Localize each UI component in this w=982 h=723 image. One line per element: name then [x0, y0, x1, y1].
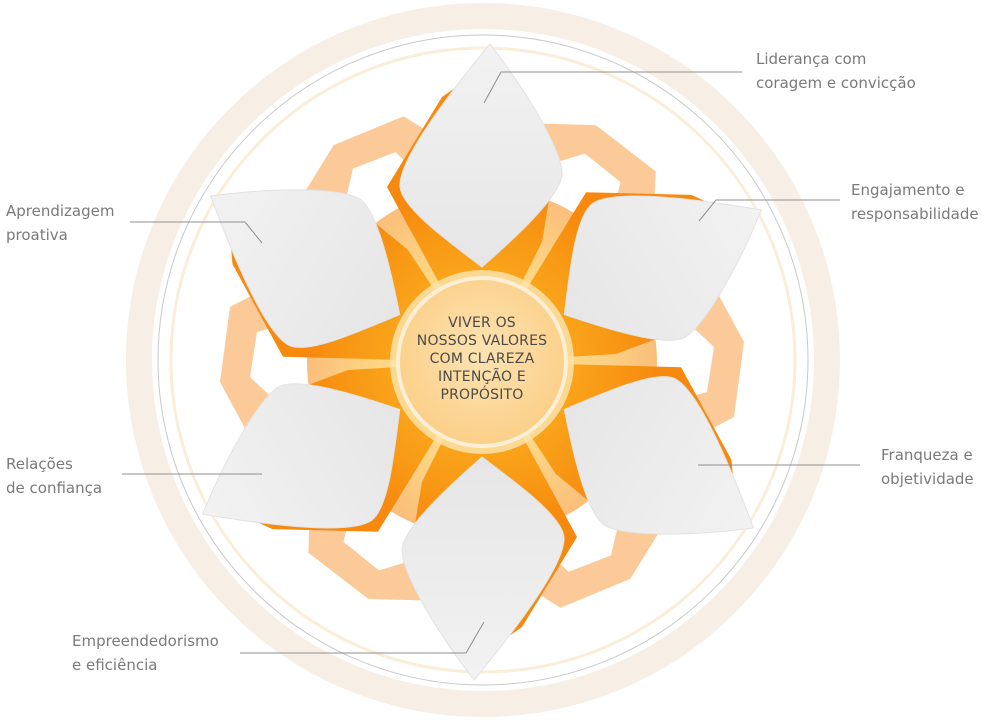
- center-line: INTENÇÃO E: [438, 369, 526, 385]
- connector-top-right: [483, 71, 742, 104]
- grey-petal-shape: [563, 376, 755, 535]
- outer-ring: [126, 3, 840, 717]
- label-engajamento: Engajamento e responsabilidade: [851, 181, 979, 223]
- label-aprendizagem: Aprendizagem proativa: [6, 202, 115, 244]
- grey-petal-shape: [401, 456, 565, 681]
- label-franqueza: Franqueza e objetividade: [881, 446, 974, 488]
- grey-petal: [209, 189, 401, 348]
- connector-left-upper: [130, 221, 263, 244]
- inner-ring-line: [157, 34, 809, 686]
- inner-ring-cream: [169, 46, 797, 674]
- label-lideranca: Liderança com coragem e convicção: [756, 50, 916, 92]
- center-line: PROPÓSITO: [440, 387, 524, 403]
- connector-bottom-left: [240, 621, 485, 654]
- peach-bracket: [303, 116, 449, 212]
- center-line: VIVER OS: [448, 315, 516, 331]
- grey-petal: [563, 195, 763, 341]
- center-circle: [396, 276, 568, 448]
- grey-petal-shape: [563, 195, 763, 341]
- connector-lines: [122, 71, 860, 654]
- label-empreendedorismo: Empreendedorismo e eficiência: [72, 632, 219, 674]
- peach-frame: [303, 116, 449, 212]
- grey-petal-shape: [201, 383, 401, 529]
- grey-petal: [401, 456, 565, 681]
- label-relacoes: Relações de confiança: [6, 455, 103, 497]
- grey-petals: [201, 43, 763, 681]
- grey-petal-shape: [399, 43, 563, 268]
- peach-bracket: [515, 512, 661, 608]
- connector-right-upper: [698, 199, 840, 222]
- center-line: COM CLAREZA: [429, 351, 535, 367]
- grey-petal: [399, 43, 563, 268]
- center-line: NOSSOS VALORES: [416, 333, 548, 349]
- peach-frame: [515, 512, 661, 608]
- grey-petal-shape: [209, 189, 401, 348]
- grey-petal: [563, 376, 755, 535]
- grey-petal: [201, 383, 401, 529]
- center-statement: VIVER OS NOSSOS VALORES COM CLAREZA INTE…: [400, 314, 564, 404]
